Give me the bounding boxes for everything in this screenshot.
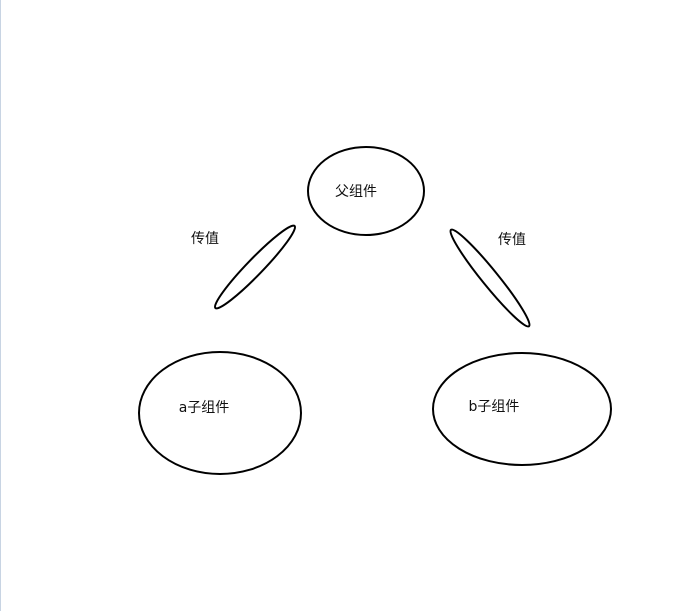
node-child-b: b子组件 xyxy=(432,352,612,466)
node-parent: 父组件 xyxy=(307,146,425,236)
page-left-border xyxy=(0,0,1,611)
edge-left-shape xyxy=(213,224,297,310)
node-parent-label: 父组件 xyxy=(335,184,377,200)
edge-left-label: 传值 xyxy=(191,231,219,247)
edge-left: 传值 xyxy=(191,224,297,310)
edge-right-label: 传值 xyxy=(498,232,526,248)
node-child-a-shape xyxy=(138,351,302,475)
node-child-a: a子组件 xyxy=(138,351,302,475)
node-child-b-label: b子组件 xyxy=(469,399,520,415)
node-child-a-label: a子组件 xyxy=(179,400,230,416)
node-parent-shape xyxy=(307,146,425,236)
edge-right-shape xyxy=(449,228,531,328)
edge-right: 传值 xyxy=(449,228,531,328)
node-child-b-shape xyxy=(432,352,612,466)
